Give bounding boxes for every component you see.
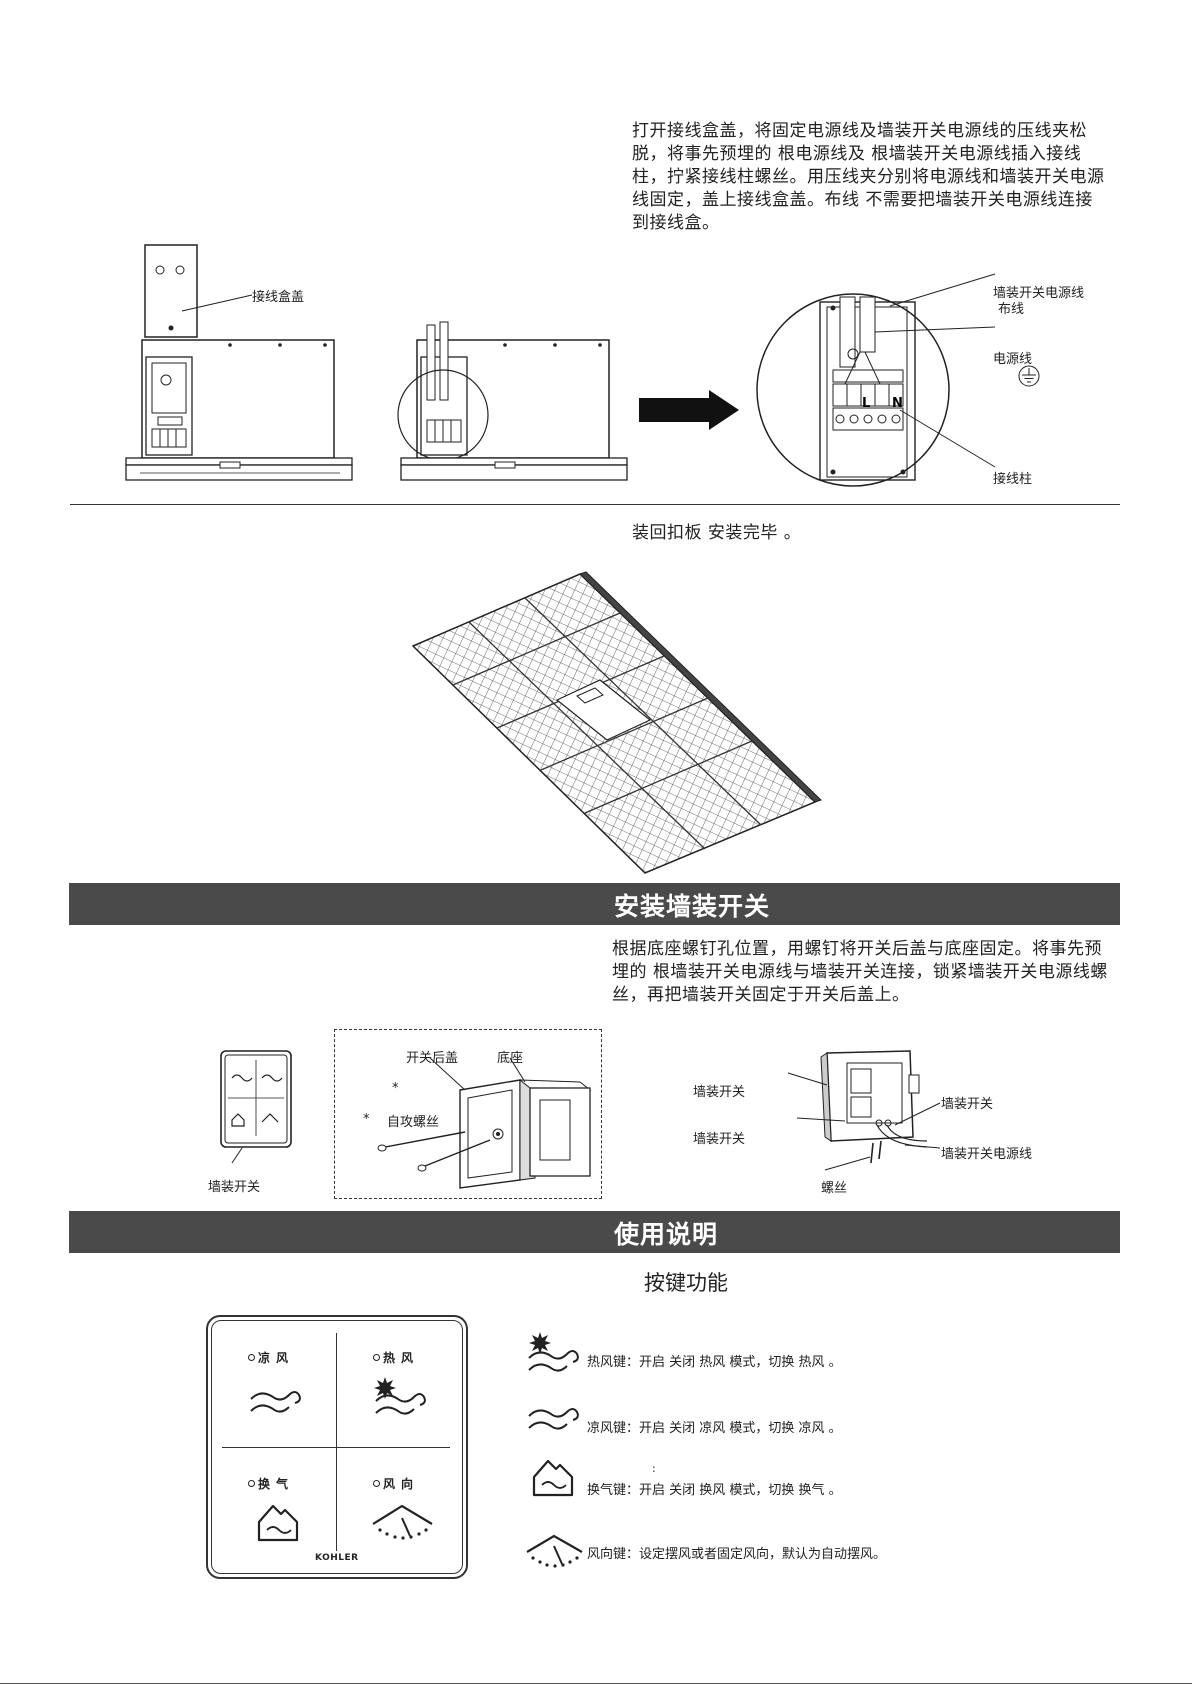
panel-brand-logo: KOHLER <box>315 1553 359 1563</box>
label-screw: 螺丝 <box>821 1181 848 1196</box>
label-power-line: 电源线 <box>993 352 1033 367</box>
wiring-instructions: 打开接线盒盖，将固定电源线及墙装开关电源线的压线夹松脱，将事先预埋的 根电源线及… <box>632 121 1105 233</box>
ground-icon <box>1018 365 1040 387</box>
label-right-wall-switch-3: 墙装开关 <box>941 1097 994 1112</box>
colon-mark: : <box>652 1462 656 1475</box>
heater-unit-zoom-source <box>397 321 628 481</box>
box-cover-leader <box>181 294 253 312</box>
wall-switch-front-drawing <box>220 1050 292 1164</box>
label-back-cover: 开关后盖 <box>406 1051 459 1066</box>
key-desc-direction: 风向键：设定摆风或者固定风向，默认为自动摆风。 <box>587 1547 887 1562</box>
terminal-letters: L N <box>862 396 903 411</box>
panel-heat-wind-icon[interactable] <box>373 1373 428 1423</box>
cool-wind-icon <box>528 1408 579 1430</box>
panel-ventilation-icon[interactable] <box>255 1500 305 1545</box>
terminal-letter-l: L <box>862 396 870 411</box>
key-functions-subtitle: 按键功能 <box>644 1271 728 1295</box>
reinstall-instructions: 装回扣板 安装完毕 。 <box>632 523 802 543</box>
label-right-wall-switch-1: 墙装开关 <box>693 1085 746 1100</box>
panel-label-vent: 换气 <box>258 1477 295 1491</box>
section-title-install-switch: 安装墙装开关 <box>614 892 771 921</box>
panel-divider-horizontal <box>222 1447 450 1448</box>
panel-dot-heat <box>373 1354 380 1361</box>
label-wiring: 布线 <box>998 302 1025 317</box>
key-desc-heat: 热风键：开启 关闭 热风 模式，切换 热风 。 <box>587 1355 842 1370</box>
wind-direction-icon <box>526 1534 583 1568</box>
terminal-letter-n: N <box>892 396 903 411</box>
label-terminal: 接线柱 <box>993 472 1033 487</box>
label-star-1: * <box>392 1081 399 1096</box>
box-cover-drawing <box>144 244 198 338</box>
panel-label-heat: 热风 <box>383 1351 420 1365</box>
label-right-switch-power-line: 墙装开关电源线 <box>941 1147 1033 1162</box>
panel-divider-vertical <box>336 1333 337 1551</box>
terminal-zoom-drawing <box>756 273 996 487</box>
panel-label-cool: 凉风 <box>258 1351 295 1365</box>
heater-unit-front <box>125 339 353 481</box>
switch-panel-inner <box>211 1320 463 1574</box>
wall-switch-back-drawing <box>787 1050 941 1171</box>
footer-rule <box>0 1683 1192 1684</box>
switch-install-instructions: 根据底座螺钉孔位置，用螺钉将开关后盖与底座固定。将事先预埋的 根墙装开关电源线与… <box>612 939 1108 1005</box>
panel-dot-direction <box>373 1480 380 1487</box>
section-bar-install-switch: 安装墙装开关 <box>69 883 1120 925</box>
heat-wind-icon <box>528 1332 579 1372</box>
panel-dot-vent <box>248 1480 255 1487</box>
ceiling-panel-drawing <box>411 571 822 874</box>
panel-cool-wind-icon[interactable] <box>248 1385 303 1420</box>
panel-label-direction: 风向 <box>383 1477 420 1491</box>
switch-assembly-frame <box>334 1029 602 1199</box>
label-self-tapping-screw: 自攻螺丝 <box>387 1115 440 1130</box>
label-switch-power-line: 墙装开关电源线 <box>993 286 1085 301</box>
label-wall-switch: 墙装开关 <box>208 1180 261 1195</box>
switch-back-cover-and-base-drawing <box>377 1057 592 1189</box>
switch-panel <box>206 1315 468 1579</box>
label-box-cover: 接线盒盖 <box>252 290 305 305</box>
label-right-wall-switch-2: 墙装开关 <box>693 1132 746 1147</box>
section-title-usage: 使用说明 <box>614 1220 719 1249</box>
section-bar-usage: 使用说明 <box>69 1211 1120 1253</box>
key-desc-cool: 凉风键：开启 关闭 凉风 模式，切换 凉风 。 <box>587 1421 842 1436</box>
zoom-arrow-icon <box>639 390 739 430</box>
panel-wind-direction-icon[interactable] <box>370 1500 435 1545</box>
section-divider <box>70 504 1120 505</box>
label-star-2: * <box>363 1112 370 1127</box>
key-desc-vent: 换气键：开启 关闭 换风 模式，切换 换气 。 <box>587 1483 842 1498</box>
ventilation-icon <box>532 1459 574 1497</box>
panel-dot-cool <box>248 1354 255 1361</box>
